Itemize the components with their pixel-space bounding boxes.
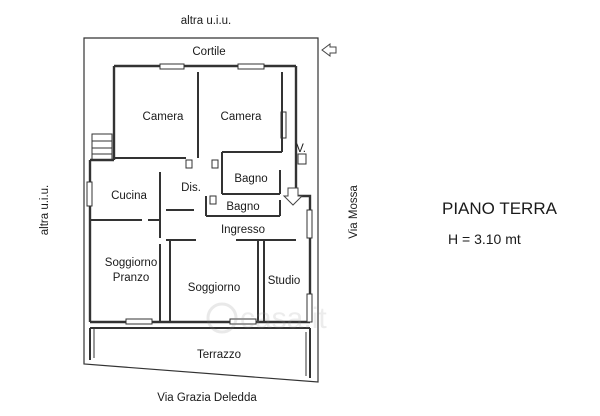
label-left-neighbor: altra u.i.u. bbox=[39, 185, 51, 236]
watermark-text: casa.it bbox=[240, 302, 327, 335]
watermark: casa.it bbox=[206, 302, 327, 335]
plan-title: PIANO TERRA bbox=[442, 199, 558, 218]
room-veranda: V. bbox=[296, 143, 306, 155]
room-disimpegno: Dis. bbox=[181, 182, 201, 194]
windows bbox=[86, 63, 313, 325]
fixtures bbox=[185, 153, 307, 205]
room-camera-1: Camera bbox=[143, 111, 185, 123]
room-cucina: Cucina bbox=[111, 190, 147, 202]
interior-walls bbox=[90, 72, 296, 322]
room-bagno-2: Bagno bbox=[226, 201, 259, 213]
label-street-bottom: Via Grazia Deledda bbox=[157, 392, 257, 404]
room-camera-2: Camera bbox=[221, 111, 263, 123]
arrow-left-outline-icon bbox=[321, 43, 337, 57]
label-street-right: Via Mossa bbox=[348, 185, 360, 239]
ceiling-height: H = 3.10 mt bbox=[448, 231, 521, 247]
room-terrazzo: Terrazzo bbox=[197, 349, 241, 361]
site-boundary bbox=[83, 37, 319, 383]
arrow-down-outline-icon bbox=[282, 187, 304, 206]
room-ingresso: Ingresso bbox=[221, 224, 265, 236]
room-soggiorno: Soggiorno bbox=[188, 282, 240, 294]
room-soggiorno-pranzo-line2: Pranzo bbox=[113, 272, 149, 284]
room-bagno-1: Bagno bbox=[234, 173, 267, 185]
terrace bbox=[89, 327, 311, 378]
room-soggiorno-pranzo-line1: Soggiorno bbox=[105, 257, 157, 269]
external-stair bbox=[91, 133, 113, 161]
room-studio: Studio bbox=[268, 275, 301, 287]
room-cortile: Cortile bbox=[192, 46, 225, 58]
label-top-neighbor: altra u.i.u. bbox=[181, 15, 232, 27]
